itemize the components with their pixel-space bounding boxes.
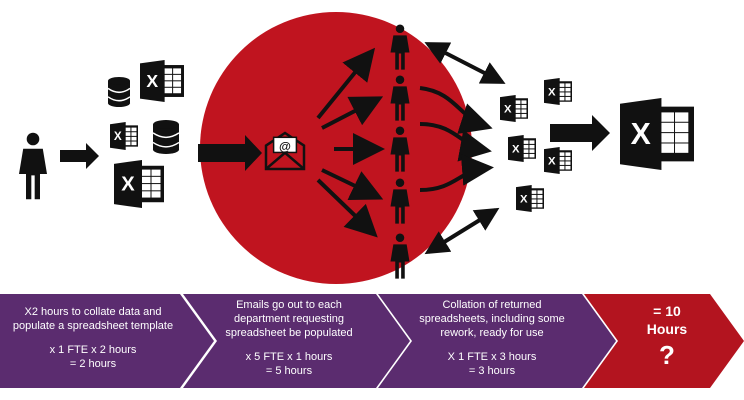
arrow-icon <box>316 47 376 120</box>
person-icon <box>390 24 410 70</box>
step-2-line-3: spreadsheet be populated <box>225 327 353 339</box>
excel-icon: X <box>544 147 572 174</box>
database-icon <box>107 77 131 107</box>
step-2-calc-1: x 5 FTE x 1 hours <box>245 351 333 363</box>
step-1-line-2: populate a spreadsheet template <box>12 320 174 332</box>
excel-icon: X <box>110 122 138 150</box>
excel-icon: X <box>508 135 536 162</box>
step-2-text: Emails go out to each department request… <box>200 298 378 378</box>
step-2-chevron <box>183 294 410 388</box>
email-icon: @ <box>264 131 306 171</box>
arrow-icon <box>424 42 506 84</box>
svg-text:@: @ <box>279 139 291 153</box>
question-mark: ? <box>659 340 675 370</box>
svg-text:X: X <box>146 71 158 91</box>
svg-text:X: X <box>520 193 528 205</box>
arrow-icon <box>424 207 500 255</box>
step-3-text: Collation of returned spreadsheets, incl… <box>402 298 582 378</box>
fan-out-arrows <box>316 47 385 238</box>
arrow-icon <box>198 135 262 171</box>
arrow-icon <box>419 86 493 134</box>
arrow-icon <box>321 168 384 201</box>
person-icon <box>390 178 410 224</box>
excel-icon: X <box>620 98 694 170</box>
arrow-icon <box>419 153 494 192</box>
step-3-line-1: Collation of returned <box>442 299 542 311</box>
excel-icon: X <box>140 60 184 102</box>
step-1-text: X2 hours to collate data and populate a … <box>4 305 182 371</box>
step-3-calc-1: X 1 FTE x 3 hours <box>447 351 537 363</box>
svg-text:X: X <box>114 130 122 143</box>
excel-icon: X <box>544 78 572 105</box>
result-text: = 10 Hours ? <box>612 302 722 372</box>
person-icon <box>390 126 410 172</box>
excel-icon: X <box>500 95 528 122</box>
return-arrows <box>419 42 506 255</box>
svg-text:X: X <box>121 174 135 196</box>
svg-text:X: X <box>504 103 512 115</box>
step-3-calc-2: = 3 hours <box>468 365 516 377</box>
step-3-line-2: spreadsheets, including some <box>419 313 565 325</box>
arrow-icon <box>550 115 610 151</box>
step-1-chevron <box>0 294 214 388</box>
database-icon <box>152 120 180 154</box>
result-chevron <box>584 294 744 388</box>
step-1-line-1: X2 hours to collate data and <box>24 306 162 318</box>
result-total-line-1: = 10 <box>653 303 681 319</box>
step-1-calc-1: x 1 FTE x 2 hours <box>49 344 137 356</box>
result-total-line-2: Hours <box>646 321 688 337</box>
person-icon <box>390 233 410 279</box>
svg-text:X: X <box>548 86 556 98</box>
svg-text:X: X <box>548 155 556 167</box>
arrow-icon <box>60 143 99 169</box>
svg-text:X: X <box>512 143 520 155</box>
arrow-icon <box>321 96 384 130</box>
person-icon <box>390 75 410 121</box>
person-icon <box>19 132 47 200</box>
arrow-icon <box>316 178 378 238</box>
step-2-line-1: Emails go out to each <box>236 299 342 311</box>
arrow-icon <box>419 122 492 162</box>
step-3-line-3: rework, ready for use <box>440 327 544 339</box>
step-1-calc-2: = 2 hours <box>69 358 117 370</box>
excel-icon: X <box>114 160 164 208</box>
svg-text:X: X <box>631 118 651 151</box>
step-2-line-2: department requesting <box>233 313 345 325</box>
step-2-calc-2: = 5 hours <box>265 365 313 377</box>
excel-icon: X <box>516 185 544 212</box>
step-3-chevron <box>378 294 616 388</box>
